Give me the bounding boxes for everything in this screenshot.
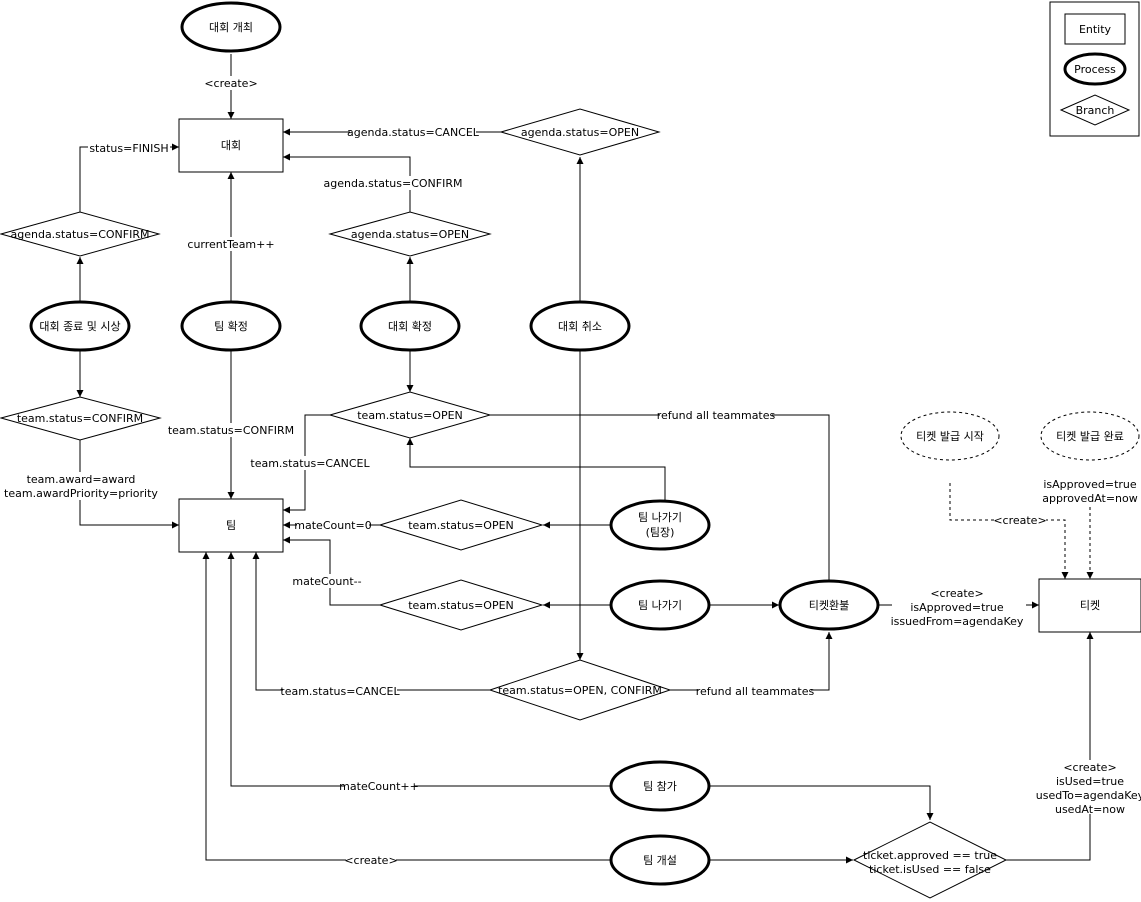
process-ticket-issue-start: 티켓 발급 시작	[900, 411, 1000, 461]
legend: Entity Process Branch	[1049, 1, 1140, 137]
branch-team-open-leader-label: team.status=OPEN	[408, 519, 514, 532]
process-leave-team-label: 팀 나가기	[638, 599, 682, 612]
process-refund-ticket-label: 티켓환불	[809, 599, 849, 612]
edge-team-open-to-refund	[490, 414, 833, 592]
process-confirm-agenda: 대회 확정	[359, 300, 461, 352]
branch-team-open-member: team.status=OPEN	[378, 579, 544, 631]
entity-team: 팀	[178, 498, 284, 553]
process-cancel-agenda: 대회 취소	[529, 300, 631, 352]
label-cancel-agenda: agenda.status=CANCEL	[347, 126, 480, 139]
process-confirm-team: 팀 확정	[180, 300, 282, 352]
edge-leader-to-team-branch	[406, 438, 666, 500]
process-join-team: 팀 참가	[609, 760, 711, 812]
label-refund-approved: isApproved=true	[910, 601, 1004, 614]
process-create-team: 팀 개설	[609, 834, 711, 886]
branch-agenda-open-top: agenda.status=OPEN	[499, 108, 661, 156]
label-confirm-agenda: agenda.status=CONFIRM	[324, 177, 463, 190]
branch-ticket-check-label-approved: ticket.approved == true	[863, 849, 997, 862]
entity-team-label: 팀	[226, 519, 236, 532]
edge-create-team-to-team	[202, 552, 610, 861]
edge-team-branch-to-team	[79, 440, 179, 529]
label-mate-count-zero: mateCount=0	[294, 519, 371, 532]
label-refund-all-lower: refund all teammates	[696, 685, 815, 698]
label-use-used-to: usedTo=agendaKey	[1036, 789, 1141, 802]
process-confirm-agenda-label: 대회 확정	[388, 320, 432, 333]
legend-process-swatch	[1063, 52, 1127, 86]
label-refund-create: <create>	[930, 587, 983, 600]
label-mate-count-inc: mateCount++	[339, 780, 419, 793]
legend-branch-swatch	[1059, 94, 1131, 126]
entity-ticket: 티켓	[1038, 578, 1141, 633]
label-team-create: <create>	[344, 854, 397, 867]
branch-team-confirm-label: team.status=CONFIRM	[17, 412, 143, 425]
branch-team-open-leader: team.status=OPEN	[378, 499, 544, 551]
process-leave-team-leader: 팀 나가기 (팀장)	[609, 499, 711, 551]
branch-agenda-open-mid: agenda.status=OPEN	[328, 211, 492, 257]
process-ticket-issue-done: 티켓 발급 완료	[1040, 411, 1140, 461]
legend-branch-label: Branch	[1076, 104, 1115, 117]
label-team-status-confirm: team.status=CONFIRM	[168, 424, 294, 437]
label-award: team.award=award	[27, 473, 136, 486]
branch-team-open-upper-label: team.status=OPEN	[357, 409, 463, 422]
process-join-team-label: 팀 참가	[643, 780, 677, 793]
process-finish-agenda: 대회 종료 및 시상	[29, 300, 131, 352]
edge-open-confirm-to-team	[252, 552, 490, 691]
process-leave-team-leader-sublabel: (팀장)	[646, 526, 675, 539]
branch-ticket-check-label-used: ticket.isUsed == false	[869, 863, 991, 876]
label-refund-all-upper: refund all teammates	[657, 409, 776, 422]
process-cancel-agenda-label: 대회 취소	[558, 320, 602, 333]
branch-team-open-upper: team.status=OPEN	[328, 391, 492, 439]
label-issue-approved: isApproved=true	[1043, 478, 1137, 491]
label-team-cancel-lower: team.status=CANCEL	[280, 685, 400, 698]
edge-join-to-team	[227, 552, 610, 787]
label-award-priority: team.awardPriority=priority	[4, 487, 158, 500]
entity-ticket-label: 티켓	[1080, 599, 1100, 612]
label-create-agenda: <create>	[204, 77, 257, 90]
branch-agenda-open-top-label: agenda.status=OPEN	[521, 126, 639, 139]
label-status-finish: status=FINISH	[89, 142, 168, 155]
edge-open-confirm-to-refund	[670, 632, 833, 691]
branch-ticket-check: ticket.approved == true ticket.isUsed ==…	[852, 821, 1008, 899]
process-confirm-team-label: 팀 확정	[214, 320, 248, 333]
legend-entity-swatch	[1064, 13, 1126, 45]
process-open-agenda: 대회 개최	[180, 1, 282, 53]
process-refund-ticket: 티켓환불	[778, 579, 880, 631]
label-issue-approved-at: approvedAt=now	[1042, 492, 1138, 505]
branch-team-open-member-label: team.status=OPEN	[408, 599, 514, 612]
legend-process-label: Process	[1074, 63, 1116, 76]
label-use-is-used: isUsed=true	[1056, 775, 1124, 788]
label-team-cancel-upper: team.status=CANCEL	[250, 457, 370, 470]
edge-agenda-confirm-to-agenda	[283, 153, 411, 212]
edge-ticket-branch-to-ticket	[1005, 632, 1094, 861]
branch-agenda-confirm-left-label: agenda.status=CONFIRM	[11, 228, 150, 241]
label-use-used-at: usedAt=now	[1055, 803, 1125, 816]
label-current-team-inc: currentTeam++	[187, 238, 274, 251]
branch-agenda-open-mid-label: agenda.status=OPEN	[351, 228, 469, 241]
legend-entity-label: Entity	[1079, 23, 1112, 36]
process-leave-team: 팀 나가기	[609, 579, 711, 631]
process-create-team-label: 팀 개설	[643, 854, 677, 867]
process-open-agenda-label: 대회 개최	[209, 21, 253, 34]
edge-finish-branch-to-agenda	[79, 143, 179, 212]
process-ticket-issue-start-label: 티켓 발급 시작	[916, 430, 984, 443]
branch-agenda-confirm-left: agenda.status=CONFIRM	[0, 211, 161, 257]
edge-join-to-ticket-branch	[710, 785, 934, 820]
entity-agenda-label: 대회	[221, 139, 241, 152]
process-leave-team-leader-label: 팀 나가기	[638, 511, 682, 524]
label-issue-create: <create>	[993, 514, 1046, 527]
label-refund-issued-from: issuedFrom=agendaKey	[891, 615, 1024, 628]
edge-member-branch-to-team	[283, 536, 380, 606]
branch-team-open-confirm-label: team.status=OPEN, CONFIRM	[498, 684, 662, 697]
process-finish-agenda-label: 대회 종료 및 시상	[39, 320, 120, 333]
edges	[76, 54, 1094, 864]
edge-issue-start-to-ticket	[949, 483, 1069, 579]
entity-agenda: 대회	[178, 118, 284, 173]
branch-team-confirm: team.status=CONFIRM	[0, 396, 162, 441]
process-ticket-issue-done-label: 티켓 발급 완료	[1056, 430, 1124, 443]
label-use-create: <create>	[1063, 761, 1116, 774]
label-mate-count-dec: mateCount--	[292, 575, 361, 588]
branch-team-open-confirm: team.status=OPEN, CONFIRM	[488, 659, 672, 721]
edge-labels: <create> agenda.status=CANCEL agenda.sta…	[4, 76, 1141, 867]
